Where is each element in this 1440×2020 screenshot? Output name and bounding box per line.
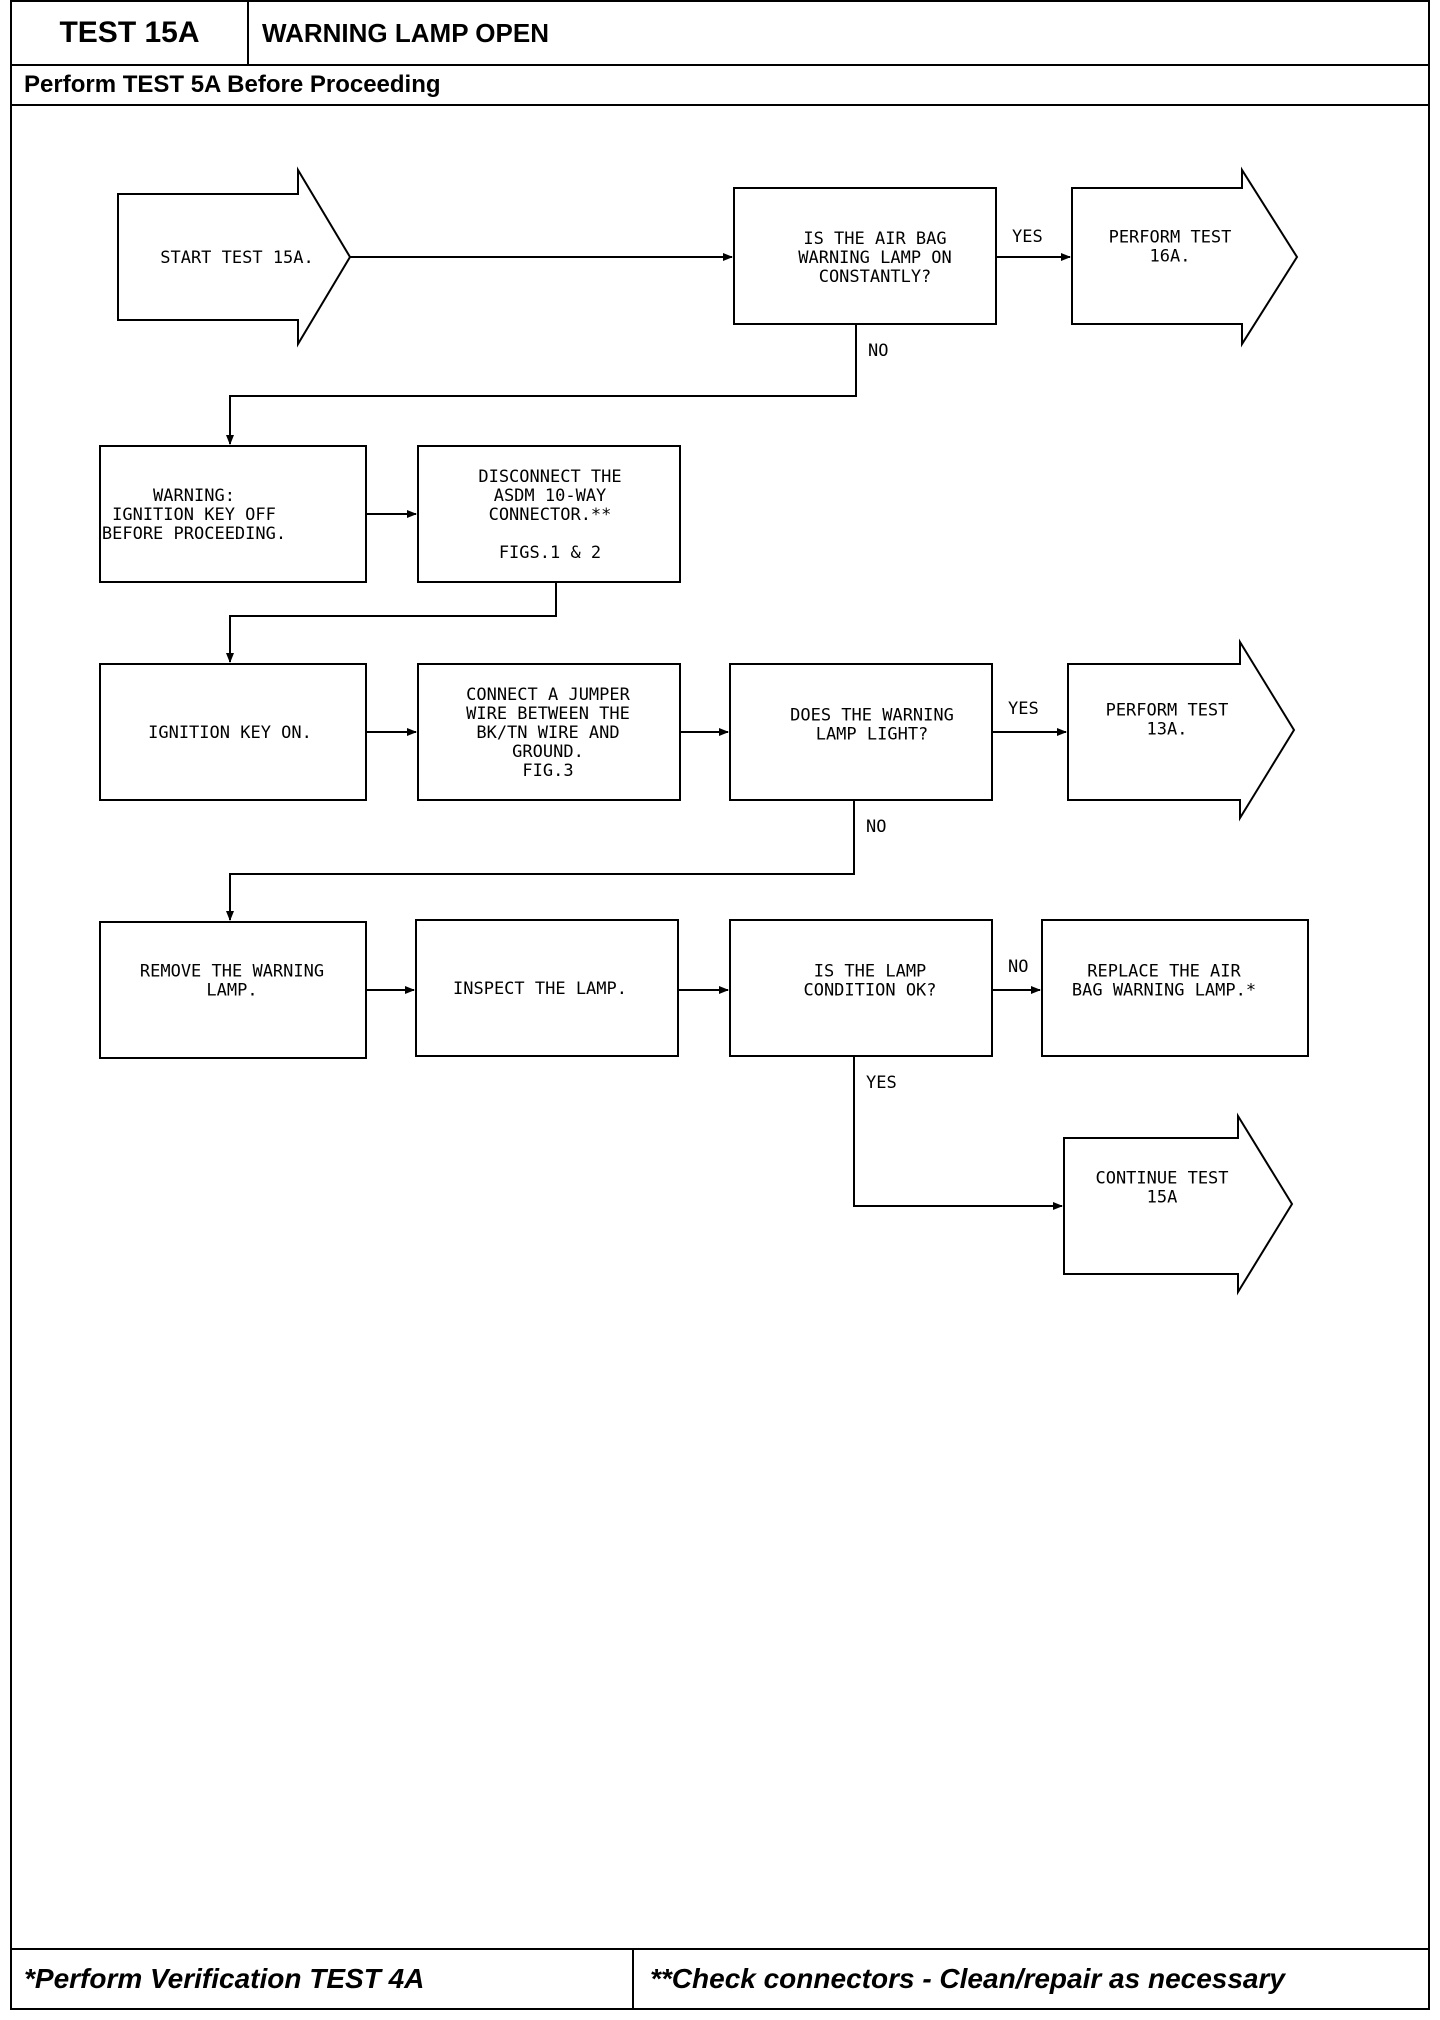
node-ignition-on: IGNITION KEY ON. — [99, 663, 367, 801]
node-label-line: LAMP LIGHT? — [816, 725, 929, 745]
node-label: START TEST 15A. — [160, 248, 314, 268]
edge-q-condition-yes — [853, 1056, 1063, 1210]
connector-note: **Check connectors - Clean/repair as nec… — [650, 1963, 1285, 1994]
node-label-line: GROUND. — [512, 742, 584, 762]
node-label: IGNITION KEY ON. — [148, 723, 312, 743]
node-label-line: DISCONNECT THE — [478, 467, 621, 487]
node-label-line: CONDITION OK? — [803, 981, 936, 1001]
node-label-line: WARNING: — [153, 486, 235, 506]
node-label-line: IS THE LAMP — [814, 962, 927, 982]
node-label-line: BK/TN WIRE AND — [476, 723, 619, 743]
header-bar: TEST 15A WARNING LAMP OPEN — [12, 2, 1428, 66]
node-label-line: FIGS.1 & 2 — [499, 543, 601, 563]
edge-label-light-yes: YES — [1008, 699, 1039, 719]
subheader-bar: Perform TEST 5A Before Proceeding — [12, 66, 1428, 106]
node-label: INSPECT THE LAMP. — [453, 979, 627, 999]
edge-label-constant-yes: YES — [1012, 227, 1043, 247]
prerequisite-note: Perform TEST 5A Before Proceeding — [24, 71, 441, 98]
node-label-line: ASDM 10-WAY — [494, 486, 607, 506]
node-inspect-lamp: INSPECT THE LAMP. — [415, 919, 679, 1057]
page-title: WARNING LAMP OPEN — [262, 17, 549, 48]
node-label-line: PERFORM TEST — [1109, 228, 1232, 248]
test-id: TEST 15A — [12, 2, 249, 64]
node-label-line: IGNITION KEY OFF — [112, 505, 276, 525]
verification-note: *Perform Verification TEST 4A — [12, 1950, 634, 2008]
edge-label-condition-yes: YES — [866, 1073, 897, 1093]
edge-label-light-no: NO — [866, 817, 886, 837]
diagram-page: TEST 15A WARNING LAMP OPEN Perform TEST … — [10, 0, 1430, 2010]
node-label-line: CONNECTOR.** — [489, 505, 612, 525]
node-label-line: REPLACE THE AIR — [1087, 962, 1241, 982]
edge-disconnect-to-ignition — [226, 582, 557, 663]
edge-label-constant-no: NO — [868, 341, 888, 361]
node-label-line: PERFORM TEST — [1106, 701, 1229, 721]
node-label-line: DOES THE WARNING — [790, 706, 954, 726]
node-label-line: START TEST 15A. — [160, 248, 314, 268]
node-label-line: WARNING LAMP ON — [798, 248, 952, 268]
node-label-line: WIRE BETWEEN THE — [466, 704, 630, 724]
node-label-line: INSPECT THE LAMP. — [453, 979, 627, 999]
edge-label-condition-no: NO — [1008, 957, 1028, 977]
node-label-line: REMOVE THE WARNING — [140, 962, 324, 982]
node-start: START TEST 15A. — [117, 166, 352, 348]
node-label-line: IS THE AIR BAG — [803, 229, 946, 249]
node-label-line: CONSTANTLY? — [819, 267, 932, 287]
node-label-line: FIG.3 — [522, 761, 573, 781]
node-label-line: LAMP. — [206, 981, 257, 1001]
footer-bar: *Perform Verification TEST 4A **Check co… — [12, 1948, 1428, 2008]
node-label-line: CONNECT A JUMPER — [466, 685, 631, 705]
node-label-line: IGNITION KEY ON. — [148, 723, 312, 743]
node-label-line: 15A — [1147, 1188, 1178, 1208]
node-label-line: BAG WARNING LAMP.* — [1072, 981, 1256, 1001]
node-label-line: CONTINUE TEST — [1095, 1169, 1228, 1189]
node-label-line: 13A. — [1147, 720, 1188, 740]
edge-q-constant-no — [226, 324, 857, 445]
node-label-line: BEFORE PROCEEDING. — [102, 524, 286, 544]
node-label-line: 16A. — [1150, 247, 1191, 267]
edge-q-light-no — [226, 800, 855, 921]
